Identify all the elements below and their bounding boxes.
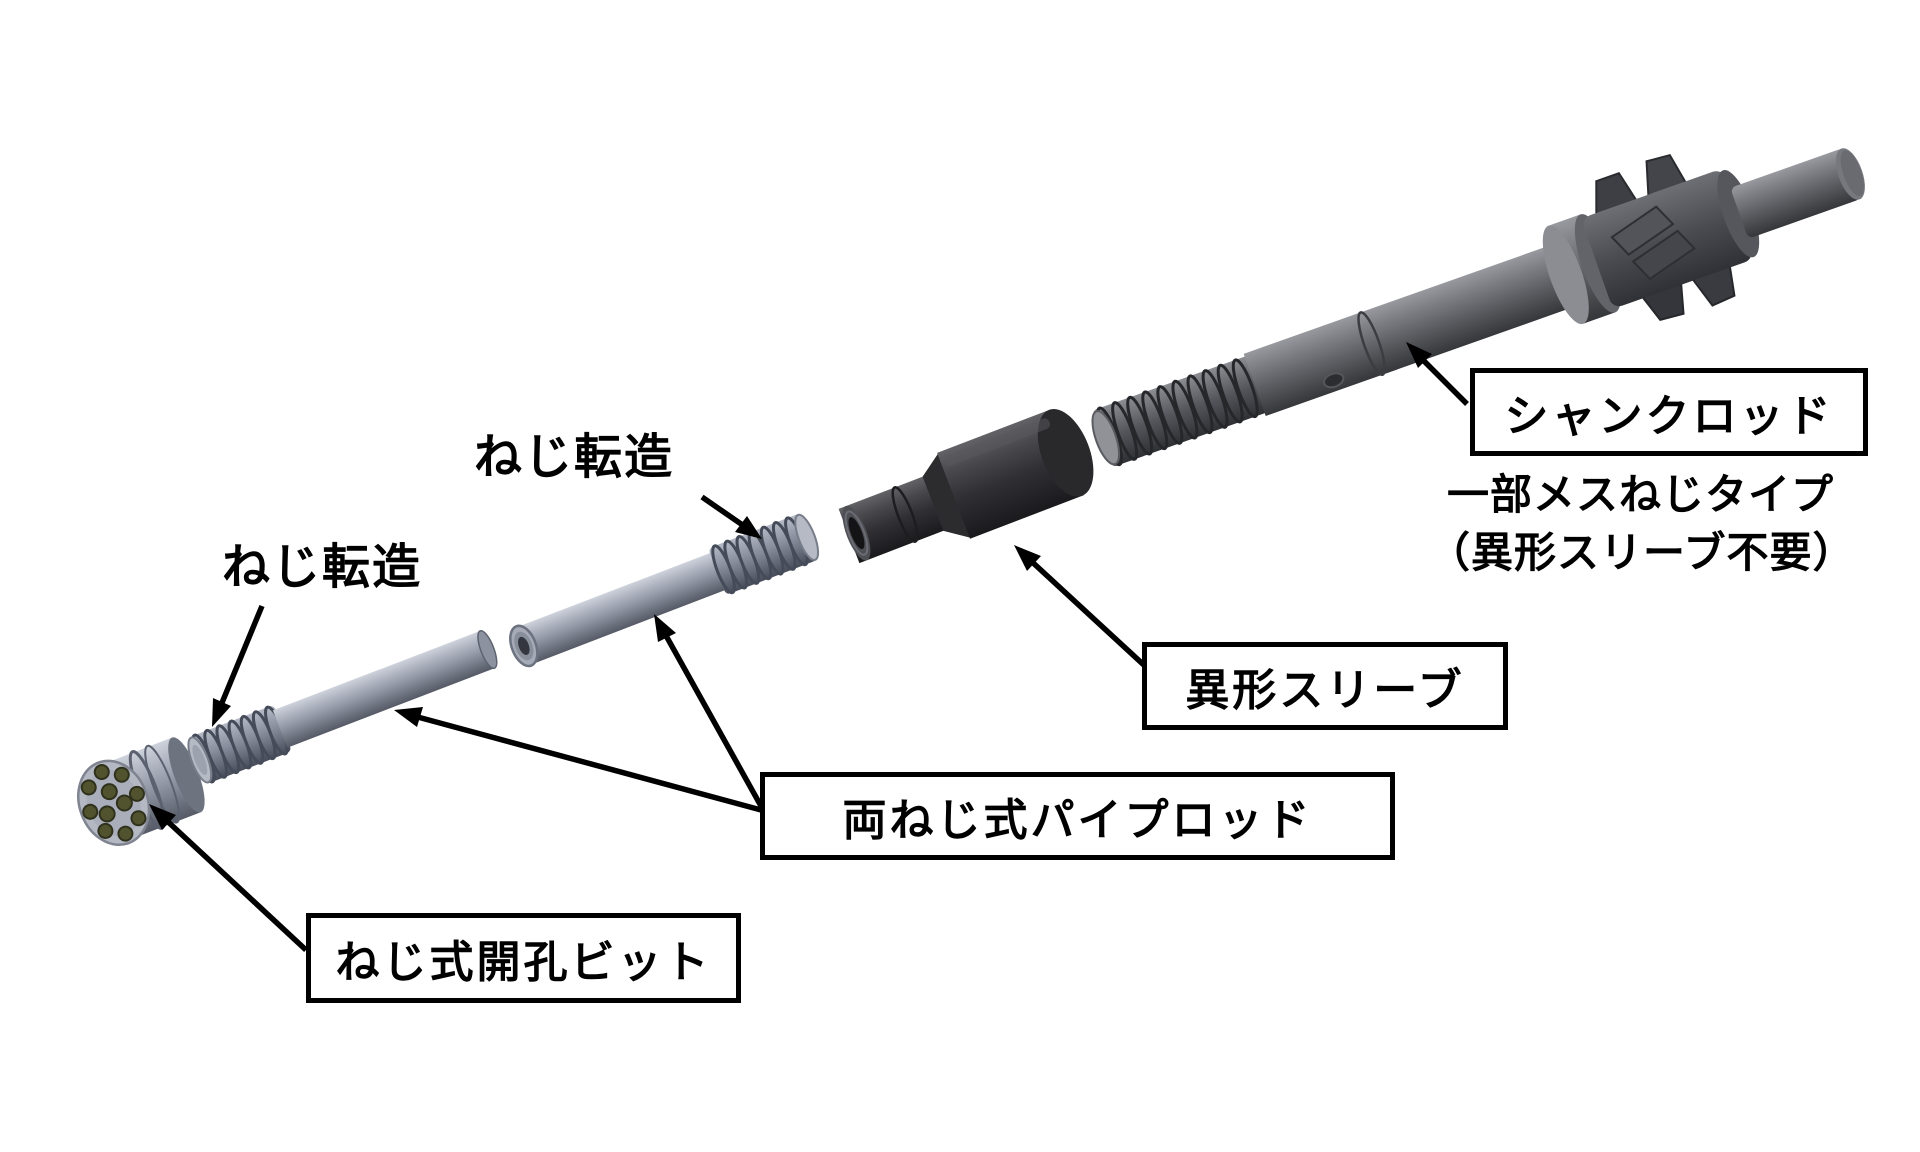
pipe-rod-right-segment xyxy=(509,513,820,668)
pipe-rod-left-tube xyxy=(272,630,495,748)
arrow-thread-rolling-upper xyxy=(700,494,762,539)
note-shank-type-line1: 一部メスねじタイプ xyxy=(1447,471,1835,518)
callout-box-shank-rod: シャンクロッド xyxy=(1470,368,1868,456)
arrow-sleeve xyxy=(1014,545,1148,670)
pipe-rod-left-thread xyxy=(189,706,291,783)
pipe-rod-right-tube xyxy=(515,551,728,665)
label-thread-rolling-lower: ねじ転造 xyxy=(222,541,423,594)
sleeve-part xyxy=(838,409,1094,564)
note-shank-type-line2: （異形スリーブ不要） xyxy=(1428,529,1856,576)
arrow-pipe-rod-right xyxy=(654,614,764,808)
label-sleeve: 異形スリーブ xyxy=(1185,666,1465,715)
arrow-shank-rod xyxy=(1406,342,1469,406)
arrow-drill-bit xyxy=(149,804,308,953)
pipe-rod-left-segment xyxy=(187,629,498,784)
arrow-thread-rolling-lower xyxy=(212,604,265,727)
callout-box-pipe-rod: 両ねじ式パイプロッド xyxy=(760,772,1395,860)
label-pipe-rod: 両ねじ式パイプロッド xyxy=(842,796,1313,845)
shank-shaft xyxy=(1243,240,1587,417)
label-drill-bit: ねじ式開孔ビット xyxy=(335,938,712,987)
callout-box-sleeve: 異形スリーブ xyxy=(1142,642,1508,730)
arrow-pipe-rod-left xyxy=(394,707,762,813)
pipe-rod-right-thread xyxy=(709,514,818,594)
bit-carbide-buttons xyxy=(80,764,147,842)
shank-rod-part xyxy=(1091,148,1865,467)
drill-bit-part xyxy=(77,737,205,847)
leader-arrows xyxy=(149,342,1469,953)
label-thread-rolling-upper: ねじ転造 xyxy=(474,431,675,484)
callout-box-drill-bit: ねじ式開孔ビット xyxy=(306,913,741,1003)
shank-flushing-hole xyxy=(1323,372,1345,389)
label-shank-rod: シャンクロッド xyxy=(1504,392,1834,441)
shank-tip-shaft xyxy=(1731,149,1860,238)
